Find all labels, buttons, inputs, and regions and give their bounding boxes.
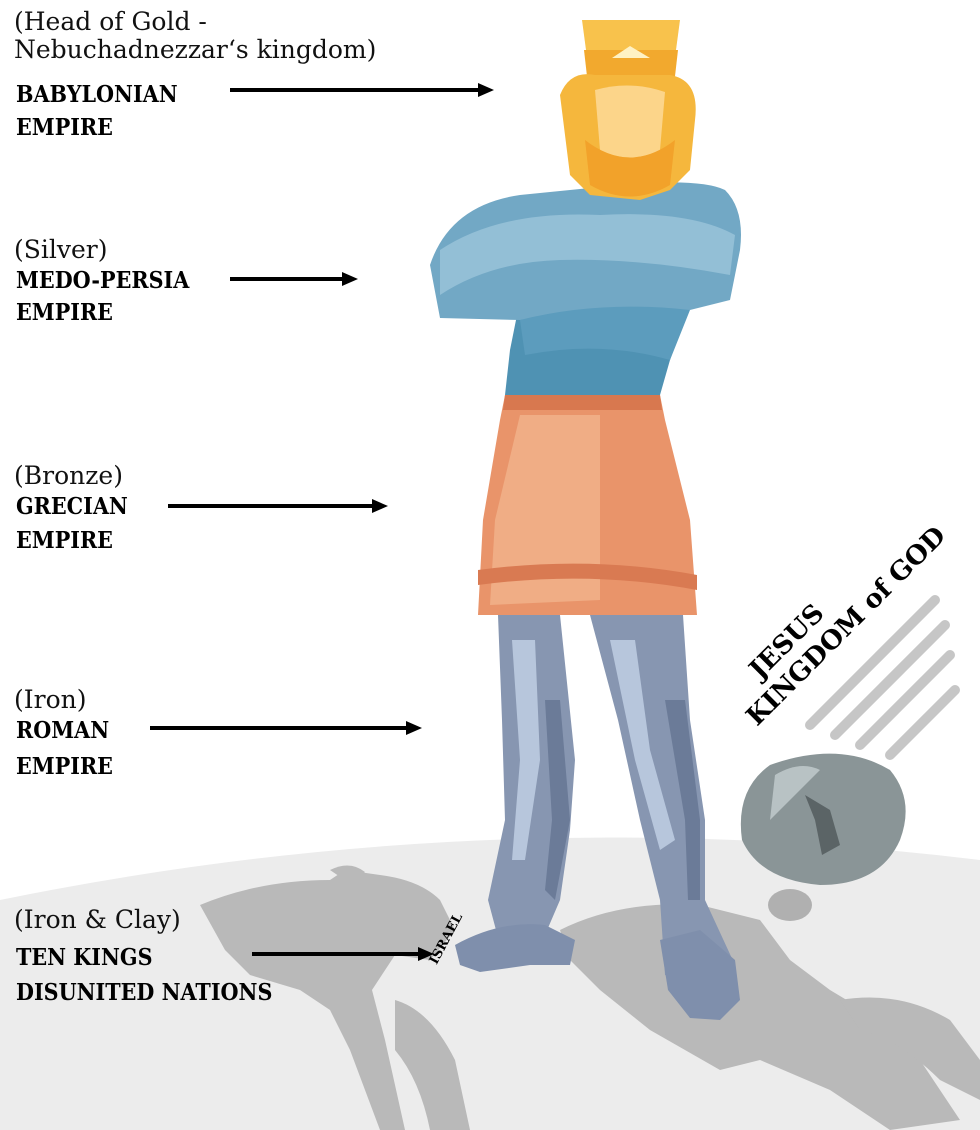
label-roman-title-1: ROMAN bbox=[16, 716, 109, 746]
arrow-ten-kings bbox=[252, 952, 420, 956]
arrow-babylonian bbox=[230, 88, 480, 92]
label-grecian-title-1: GRECIAN bbox=[16, 492, 128, 522]
stone-shadow bbox=[768, 889, 812, 921]
label-gold-subtitle-2: Nebuchadnezzar‘s kingdom) bbox=[14, 36, 376, 63]
label-iron-subtitle: (Iron) bbox=[14, 686, 87, 713]
arrow-roman bbox=[150, 726, 408, 730]
label-gold-subtitle-1: (Head of Gold - bbox=[14, 8, 207, 35]
arrow-grecian bbox=[168, 504, 374, 508]
label-silver-subtitle: (Silver) bbox=[14, 236, 108, 263]
label-medo-persia-title-1: MEDO-PERSIA bbox=[16, 266, 189, 296]
label-ten-kings-title-1: TEN KINGS bbox=[16, 943, 153, 973]
arrow-medo-persia bbox=[230, 277, 344, 281]
label-iron-clay-subtitle: (Iron & Clay) bbox=[14, 906, 181, 933]
statue-bronze-skirt bbox=[478, 395, 697, 615]
label-roman-title-2: EMPIRE bbox=[16, 752, 113, 782]
statue-silver-torso bbox=[430, 182, 741, 395]
label-ten-kings-title-2: DISUNITED NATIONS bbox=[16, 978, 272, 1008]
statue-gold-head bbox=[560, 20, 696, 200]
falling-stone bbox=[741, 754, 906, 885]
label-grecian-title-2: EMPIRE bbox=[16, 526, 113, 556]
label-bronze-subtitle: (Bronze) bbox=[14, 462, 123, 489]
label-babylonian-title-2: EMPIRE bbox=[16, 113, 113, 143]
label-babylonian-title-1: BABYLONIAN bbox=[16, 80, 178, 110]
label-medo-persia-title-2: EMPIRE bbox=[16, 298, 113, 328]
